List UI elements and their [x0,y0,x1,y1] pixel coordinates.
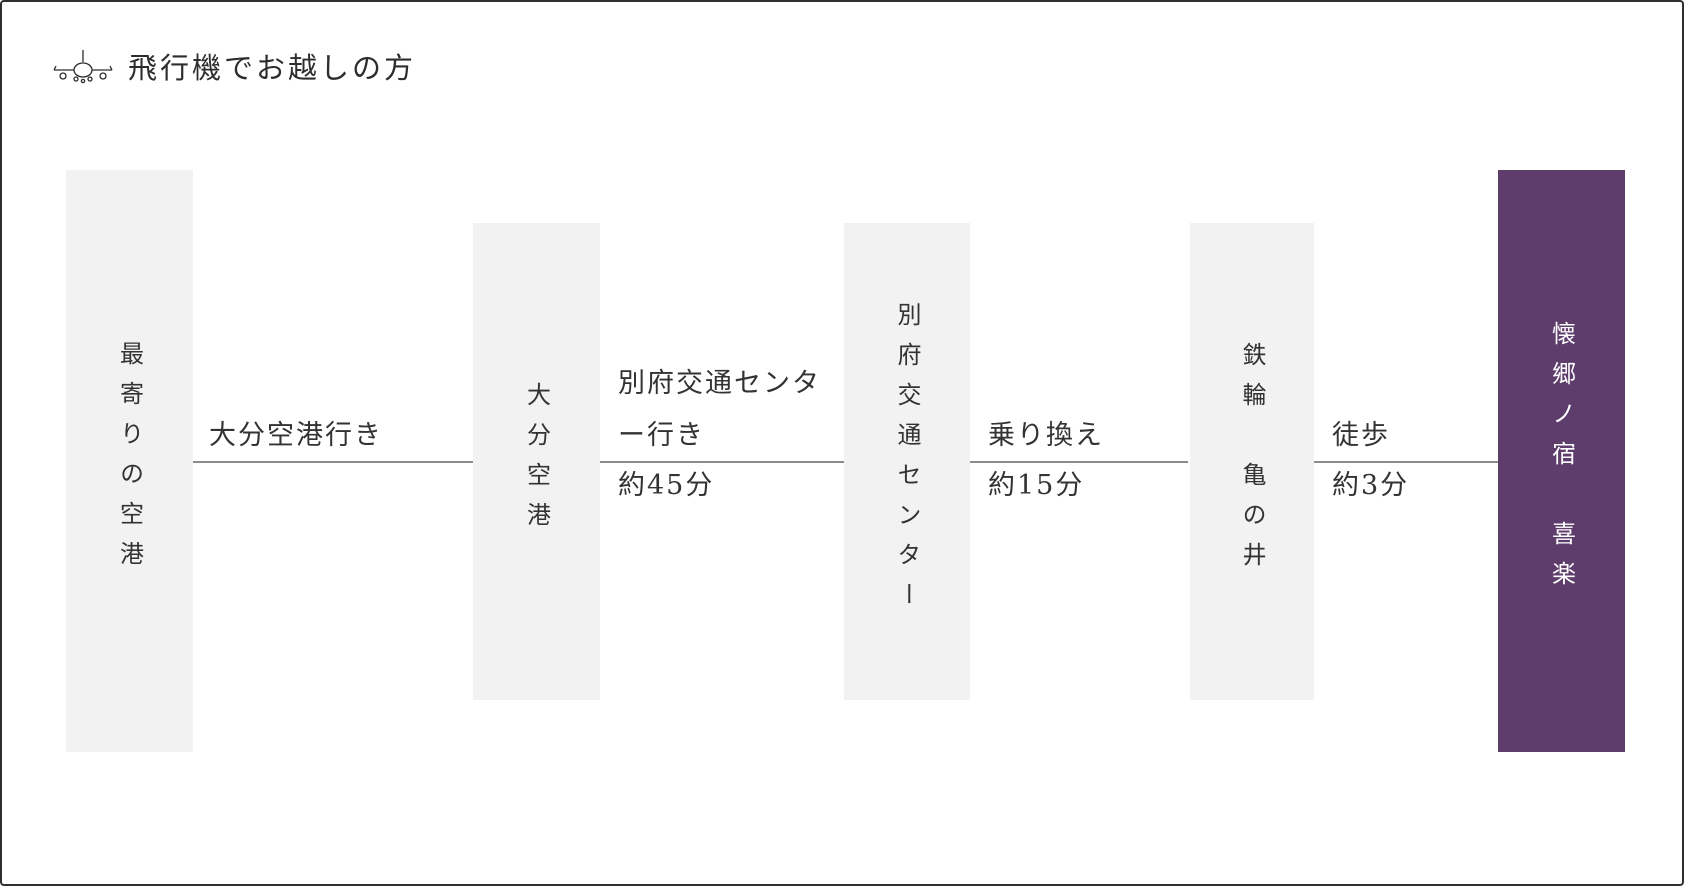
station-kannawa-kamenoi: 鉄輪 亀の井 [1190,223,1314,700]
route-duration: 約15分 [988,470,1085,501]
station-nearest-airport: 最寄りの空港 [66,170,193,752]
route-segment: 約45分 [618,460,833,520]
route-description: 徒歩 [1332,420,1390,451]
station-oita-airport: 大分空港 [473,223,600,700]
route-line [193,461,473,463]
route-line [600,461,844,463]
route-description: 大分空港行き [209,420,383,451]
route-segment: 徒歩 [1332,332,1492,462]
route-line [970,461,1188,463]
route-description: 乗り換え [988,420,1104,451]
section-title: 飛行機でお越しの方 [128,51,417,85]
route-segment: 大分空港行き [209,332,459,462]
route-duration: 約3分 [1332,470,1410,501]
route-segment: 別府交通センター行き [618,332,833,462]
station-label: 懐郷ノ宿 喜楽 [1547,321,1576,601]
station-label: 最寄りの空港 [115,341,144,581]
route-line [1314,461,1498,463]
route-segment [209,464,459,524]
route-duration: 約45分 [618,470,715,501]
route-segment: 約15分 [988,460,1178,520]
route-segment: 約3分 [1332,460,1492,520]
station-label: 大分空港 [522,381,551,542]
station-destination-kiraku: 懐郷ノ宿 喜楽 [1498,170,1625,752]
route-segment: 乗り換え [988,332,1178,462]
route-description: 別府交通センター行き [618,368,821,451]
station-label: 鉄輪 亀の井 [1238,341,1266,582]
station-label: 別府交通センター [893,301,921,622]
section-heading: 飛行機でお越しの方 [52,46,416,86]
airplane-icon [52,48,114,84]
station-beppu-center: 別府交通センター [844,223,970,700]
